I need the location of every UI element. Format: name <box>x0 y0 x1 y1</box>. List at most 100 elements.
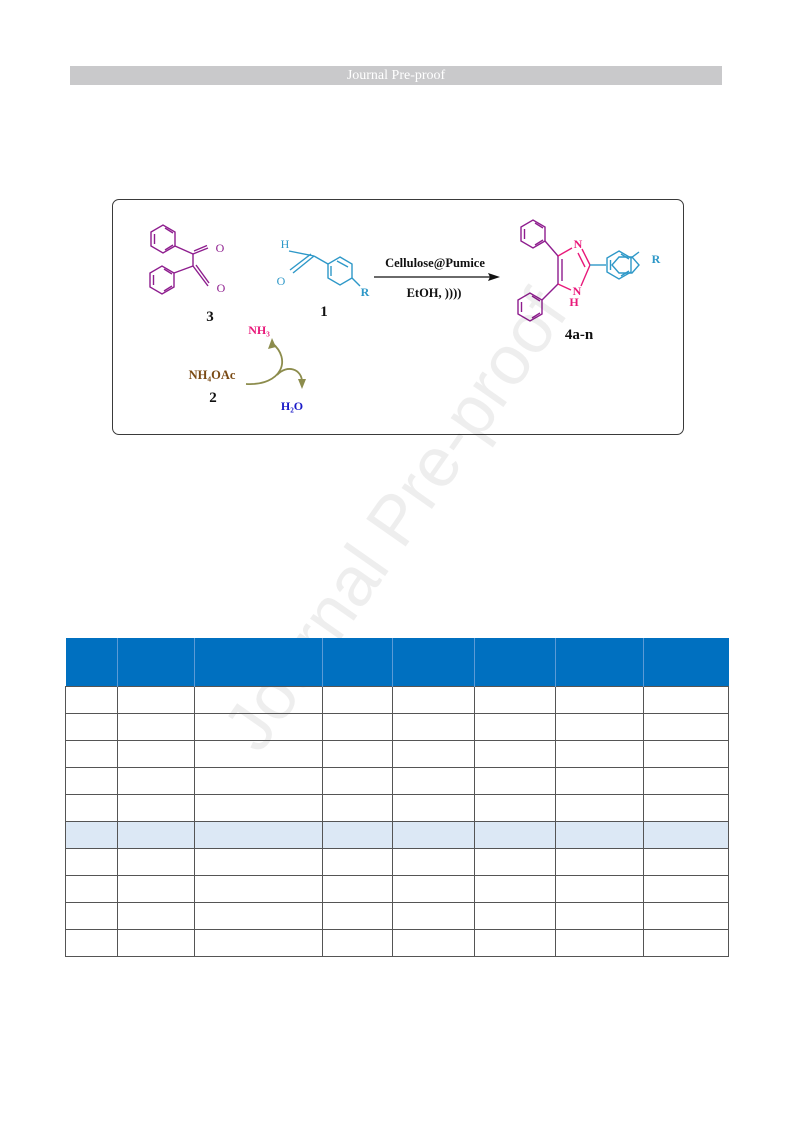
table-cell <box>643 929 729 957</box>
table-cell <box>116 821 195 849</box>
table-cell <box>193 767 323 795</box>
table-cell <box>643 713 729 741</box>
table-cell <box>643 902 729 930</box>
table-cell <box>65 821 118 849</box>
table-cell <box>555 794 645 822</box>
table-cell <box>193 875 323 903</box>
table-cell <box>392 821 476 849</box>
table-cell <box>643 686 729 714</box>
table-row-highlighted <box>65 821 729 849</box>
journal-preproof-banner: Journal Pre-proof <box>70 66 722 85</box>
table-cell <box>65 875 118 903</box>
benzil-oxygen-1: O <box>216 241 225 255</box>
table-cell <box>65 794 118 822</box>
product-substituent-r: R <box>652 252 661 266</box>
table-cell <box>116 686 195 714</box>
table-cell <box>643 794 729 822</box>
table-cell <box>474 848 557 876</box>
table-cell <box>193 902 323 930</box>
table-cell <box>116 794 195 822</box>
table-cell <box>555 929 645 957</box>
table-cell <box>65 740 118 768</box>
table-cell <box>555 713 645 741</box>
table-row <box>65 686 729 714</box>
table-cell <box>193 686 323 714</box>
header-cell <box>392 638 476 687</box>
table-cell <box>555 848 645 876</box>
aldehyde-oxygen: O <box>277 274 286 288</box>
table-cell <box>392 713 476 741</box>
table-row <box>65 902 729 930</box>
table-cell <box>321 875 394 903</box>
table-cell <box>193 821 323 849</box>
table-cell <box>193 794 323 822</box>
table-cell <box>555 875 645 903</box>
header-cell <box>555 638 645 687</box>
product-phenyl-rings <box>517 219 563 322</box>
header-cell <box>117 638 195 687</box>
ammonia-label: NH₃ <box>248 323 270 337</box>
aldehyde-structure <box>288 250 361 287</box>
table-cell <box>116 902 195 930</box>
table-cell <box>555 767 645 795</box>
header-cell <box>194 638 323 687</box>
table-cell <box>643 875 729 903</box>
header-cell <box>322 638 394 687</box>
table-cell <box>116 740 195 768</box>
table-cell <box>643 767 729 795</box>
table-cell <box>321 740 394 768</box>
table-cell <box>555 740 645 768</box>
table-cell <box>193 929 323 957</box>
reaction-scheme: O O 3 H O R 1 Cellulose@Pumice EtOH, )))… <box>149 219 661 413</box>
benzil-compound-number: 3 <box>206 309 214 325</box>
table-cell <box>392 848 476 876</box>
table-cell <box>392 902 476 930</box>
table-cell <box>392 740 476 768</box>
data-table <box>65 638 729 957</box>
table-cell <box>193 740 323 768</box>
table-header-row <box>65 638 729 687</box>
table-cell <box>474 767 557 795</box>
table-cell <box>474 713 557 741</box>
aldehyde-compound-number: 1 <box>320 304 328 320</box>
table-row <box>65 713 729 741</box>
aldehyde-hydrogen: H <box>281 237 290 251</box>
header-cell <box>643 638 729 687</box>
reaction-scheme-frame <box>112 199 684 435</box>
table-cell <box>643 740 729 768</box>
table-row <box>65 794 729 822</box>
table-cell <box>643 821 729 849</box>
table-cell <box>193 848 323 876</box>
imidazole-nh-hydrogen: H <box>569 295 579 309</box>
product-aryl-hexagon <box>606 250 640 280</box>
curved-arrow-branch <box>276 368 303 383</box>
table-cell <box>555 902 645 930</box>
table-cell <box>321 767 394 795</box>
table-cell <box>65 686 118 714</box>
curved-arrow <box>245 342 283 385</box>
table-cell <box>116 848 195 876</box>
table-cell <box>321 929 394 957</box>
table-cell <box>474 686 557 714</box>
product-compound-number: 4a-n <box>565 327 594 343</box>
table-row <box>65 929 729 957</box>
header-cell <box>65 638 118 687</box>
table-cell <box>321 848 394 876</box>
table-cell <box>65 848 118 876</box>
table-cell <box>116 875 195 903</box>
table-cell <box>474 821 557 849</box>
table-cell <box>116 713 195 741</box>
header-cell <box>474 638 557 687</box>
reaction-arrowhead <box>488 273 500 281</box>
table-cell <box>65 713 118 741</box>
imidazole-nh-nitrogen: N <box>573 284 582 298</box>
table-cell <box>321 902 394 930</box>
table-cell <box>392 875 476 903</box>
table-cell <box>321 821 394 849</box>
table-cell <box>116 929 195 957</box>
curved-arrow-head-down <box>298 379 306 389</box>
table-cell <box>65 902 118 930</box>
table-cell <box>474 740 557 768</box>
table-cell <box>321 686 394 714</box>
water-label: H₂O <box>281 399 303 413</box>
